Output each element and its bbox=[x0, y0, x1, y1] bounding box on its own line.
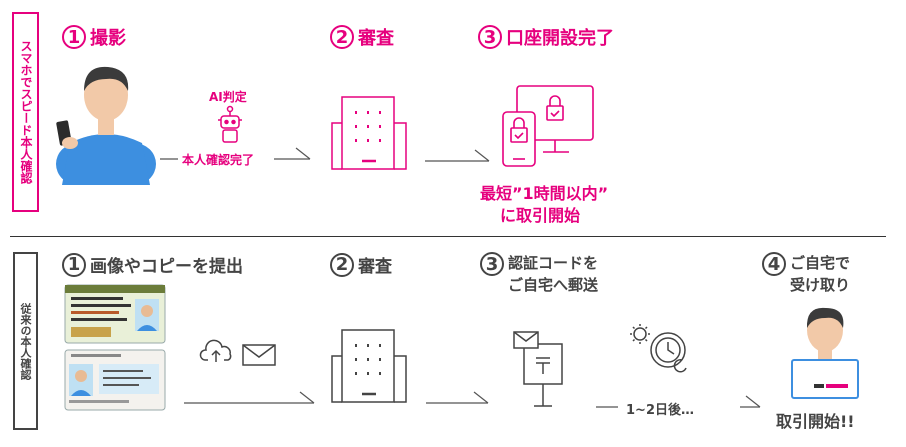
bottom-connector-line-2 bbox=[426, 391, 489, 404]
office-building-icon bbox=[331, 96, 407, 170]
mailbox-icon bbox=[513, 331, 563, 407]
bottom-step-4-label-line1: ご自宅で bbox=[790, 254, 851, 272]
top-step-1: 1 撮影 bbox=[62, 24, 126, 50]
bottom-step-3: 3 認証コードを ご自宅へ郵送 bbox=[480, 252, 598, 296]
person-with-card-icon bbox=[791, 307, 859, 399]
one-to-two-days-later-label: 1~2日後… bbox=[626, 403, 694, 418]
bottom-step-2: 2 審査 bbox=[330, 252, 392, 277]
bottom-connector-line-3 bbox=[596, 406, 618, 408]
person-with-smartphone-icon bbox=[56, 66, 156, 185]
bottom-step-1: 1 画像やコピーを提出 bbox=[62, 252, 243, 277]
step-number-2: 2 bbox=[330, 252, 354, 277]
start-trading-final-label: 取引開始!! bbox=[776, 412, 855, 431]
devices-with-lock-icon bbox=[502, 85, 594, 167]
ai-judgment-label: AI判定 bbox=[209, 90, 247, 104]
top-step-1-label: 撮影 bbox=[90, 28, 126, 49]
top-step-3-label: 口座開設完了 bbox=[506, 28, 614, 49]
step-number-1: 1 bbox=[62, 252, 86, 277]
bottom-step-1-label: 画像やコピーを提出 bbox=[90, 257, 243, 277]
step-number-2: 2 bbox=[330, 25, 354, 49]
step-number-3: 3 bbox=[480, 252, 504, 276]
my-number-card-icon bbox=[64, 349, 166, 411]
clock-icon bbox=[630, 324, 687, 373]
drivers-license-card-icon bbox=[64, 284, 166, 344]
mail-icon bbox=[242, 344, 276, 366]
cloud-upload-icon bbox=[199, 339, 232, 362]
step-number-3: 3 bbox=[478, 25, 502, 49]
office-building-icon bbox=[331, 329, 407, 403]
bottom-step-4-label-line2: 受け取り bbox=[790, 276, 851, 294]
start-trading-label: に取引開始 bbox=[500, 206, 581, 225]
top-step-2-label: 審査 bbox=[358, 28, 394, 49]
top-step-3: 3 口座開設完了 bbox=[478, 24, 614, 50]
top-connector-line-2 bbox=[425, 149, 490, 162]
bottom-connector-line-1 bbox=[184, 391, 315, 404]
verification-complete-label: 本人確認完了 bbox=[182, 153, 255, 167]
bottom-step-2-label: 審査 bbox=[358, 257, 392, 277]
bottom-step-4: 4 ご自宅で 受け取り bbox=[762, 252, 850, 296]
fast-verification-side-label: スマホでスピード本人確認 bbox=[12, 12, 39, 212]
bottom-connector-line-4 bbox=[740, 395, 761, 408]
step-number-4: 4 bbox=[762, 252, 786, 276]
top-connector-line-1 bbox=[160, 147, 311, 160]
fastest-one-hour-label: 最短”1時間以内” bbox=[480, 184, 609, 203]
bottom-step-3-label-line1: 認証コードを bbox=[508, 254, 599, 272]
bottom-step-3-label-line2: ご自宅へ郵送 bbox=[508, 276, 599, 294]
section-divider bbox=[10, 236, 886, 237]
robot-icon bbox=[218, 105, 242, 143]
conventional-verification-side-label: 従来の本人確認 bbox=[13, 252, 38, 430]
step-number-1: 1 bbox=[62, 25, 86, 49]
top-step-2: 2 審査 bbox=[330, 24, 394, 50]
